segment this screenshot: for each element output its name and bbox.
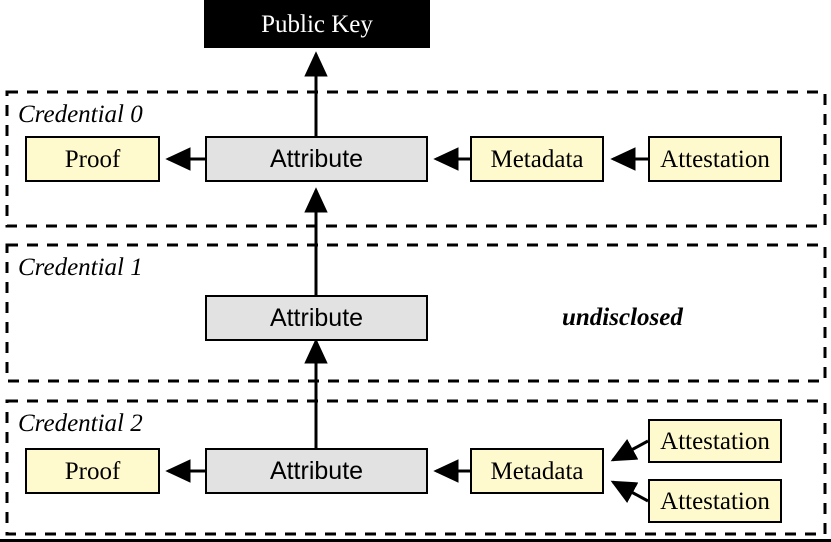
credential-0-label: Credential 0 — [18, 101, 143, 128]
node-attestation-credential-2-0[interactable]: Attestation — [648, 419, 782, 463]
node-attribute-credential-2[interactable]: Attribute — [205, 448, 428, 494]
node-metadata-credential-0-label: Metadata — [490, 145, 584, 173]
node-attestation-credential-0-0[interactable]: Attestation — [648, 136, 782, 182]
credential-0-boundary — [5, 90, 827, 228]
node-attribute-credential-1-label: Attribute — [269, 303, 364, 332]
credential-1-label: Credential 1 — [18, 254, 143, 281]
node-proof-credential-2[interactable]: Proof — [25, 448, 160, 494]
node-proof-credential-0-label: Proof — [64, 145, 121, 173]
credential-2-label: Credential 2 — [18, 410, 143, 437]
node-proof-credential-0[interactable]: Proof — [25, 136, 160, 182]
node-attribute-credential-2-label: Attribute — [269, 456, 364, 485]
node-metadata-credential-2[interactable]: Metadata — [470, 448, 604, 494]
credential-1-boundary — [5, 243, 827, 383]
undisclosed-note: undisclosed — [562, 304, 683, 331]
credential-2-boundary — [5, 399, 827, 536]
node-public-key[interactable]: Public Key — [204, 0, 430, 48]
node-attestation-credential-2-1-label: Attestation — [660, 487, 770, 515]
node-metadata-credential-2-label: Metadata — [490, 457, 584, 485]
node-attribute-credential-0[interactable]: Attribute — [205, 136, 428, 182]
edge-attestation2-0-to-metadata2 — [610, 438, 649, 462]
node-proof-credential-2-label: Proof — [64, 457, 121, 485]
node-metadata-credential-0[interactable]: Metadata — [470, 136, 604, 182]
node-attribute-credential-0-label: Attribute — [269, 144, 364, 173]
edge-attestation2-1-to-metadata2 — [610, 480, 649, 504]
node-attestation-credential-2-0-label: Attestation — [660, 427, 770, 455]
node-attestation-credential-0-0-label: Attestation — [660, 145, 770, 173]
bottom-border-rule — [0, 539, 831, 542]
node-attribute-credential-1[interactable]: Attribute — [205, 295, 428, 341]
node-public-key-label: Public Key — [261, 10, 373, 38]
node-attestation-credential-2-1[interactable]: Attestation — [648, 479, 782, 523]
